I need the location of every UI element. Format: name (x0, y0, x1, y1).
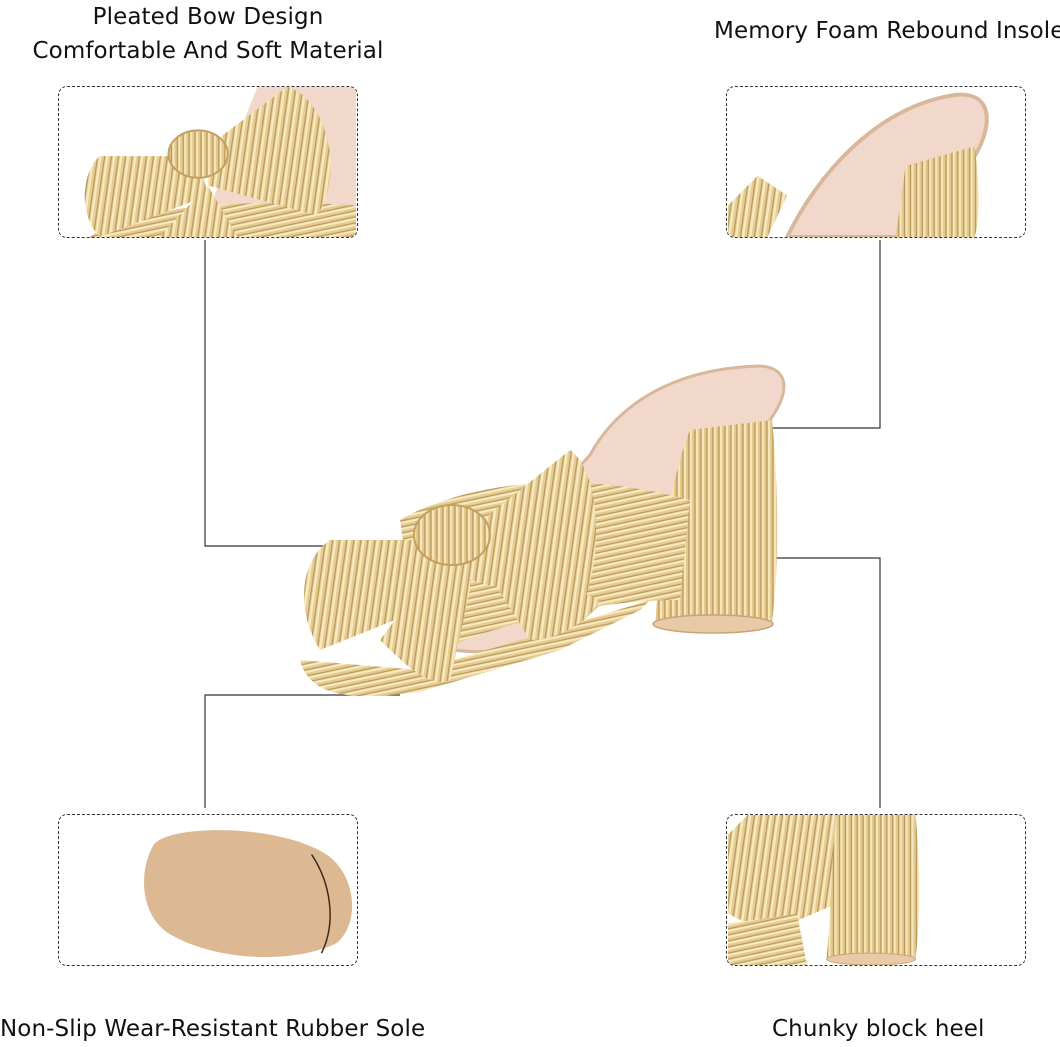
bow-detail-box (58, 86, 358, 238)
sole-feature-label: Non-Slip Wear-Resistant Rubber Sole (0, 1016, 426, 1042)
bow-closeup-image (59, 87, 357, 237)
bow-feature-label: Pleated Bow Design Comfortable And Soft … (30, 0, 386, 68)
heel-detail-box (726, 814, 1026, 966)
bow-title-line1: Pleated Bow Design (92, 4, 324, 30)
sole-connector (204, 694, 400, 808)
sandal-image (300, 364, 786, 697)
insole-detail-box (726, 86, 1026, 238)
insole-closeup-image (727, 87, 1025, 237)
bow-title-line2: Comfortable And Soft Material (32, 38, 384, 64)
bow-connector (204, 240, 425, 547)
heel-closeup-image (727, 815, 1025, 965)
sole-closeup-image (59, 815, 357, 965)
insole-feature-label: Memory Foam Rebound Insole (714, 18, 1060, 44)
heel-feature-label: Chunky block heel (772, 1016, 985, 1042)
sole-detail-box (58, 814, 358, 966)
